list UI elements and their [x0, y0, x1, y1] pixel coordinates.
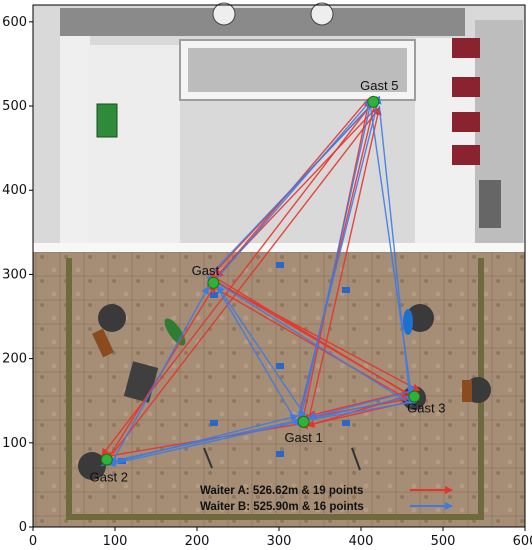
guest-marker	[207, 276, 220, 289]
y-tick-label: 500	[2, 99, 27, 114]
x-tick-label: 500	[431, 534, 456, 549]
path-segment	[307, 390, 409, 418]
path-segment	[108, 418, 306, 465]
x-tick-label: 300	[267, 534, 292, 549]
path-segment	[112, 107, 380, 455]
guest-label: Gast	[192, 263, 220, 278]
x-tick-label: 0	[29, 534, 37, 549]
x-axis: 0 100 200 300 400 500 600	[29, 527, 532, 549]
legend-label-waiter-a: Waiter A: 526.62m & 19 points	[200, 485, 363, 497]
guest-marker	[408, 390, 421, 403]
legend-entry-waiter-b: Waiter B: 525.90m & 16 points	[200, 501, 453, 513]
guest-2: Gast 2	[90, 453, 128, 485]
guest-5: Gast 5	[360, 78, 398, 108]
restaurant-floor-plan	[33, 2, 525, 527]
x-tick-label: 400	[349, 534, 374, 549]
guests-layer: Gast 1 Gast 2 Gast 3 Gast Gast 5	[90, 78, 446, 485]
path-segment	[215, 280, 418, 400]
path-segment	[306, 391, 419, 428]
legend-entry-waiter-a: Waiter A: 526.62m & 19 points	[200, 485, 453, 497]
x-tick-label: 200	[185, 534, 210, 549]
x-tick-label: 600	[513, 534, 532, 549]
path-segment	[308, 106, 382, 416]
path-segment	[100, 413, 299, 467]
guest-label: Gast 5	[360, 78, 398, 93]
guest-marker	[100, 453, 113, 466]
y-tick-label: 600	[2, 15, 27, 30]
y-tick-400: 400	[2, 183, 33, 198]
guest-3: Gast 3	[407, 390, 445, 416]
legend-label-waiter-b: Waiter B: 525.90m & 16 points	[200, 501, 364, 513]
y-tick-label: 300	[2, 267, 27, 282]
y-tick-200: 200	[2, 352, 33, 367]
path-segment	[207, 96, 380, 278]
x-tick-600: 600	[513, 527, 532, 549]
guest-marker	[297, 415, 310, 428]
guest-4: Gast	[192, 263, 220, 289]
x-tick-400: 400	[349, 527, 374, 549]
path-segment	[216, 287, 300, 427]
x-tick-0: 0	[29, 527, 37, 549]
path-segment	[216, 288, 410, 401]
x-tick-label: 100	[103, 534, 128, 549]
legend: Waiter A: 526.62m & 19 points Waiter B: …	[200, 485, 453, 513]
y-tick-label: 100	[2, 436, 27, 451]
guest-label: Gast 3	[407, 401, 445, 416]
path-segment	[307, 390, 411, 420]
y-tick-500: 500	[2, 99, 33, 114]
y-tick-600: 600	[2, 15, 33, 30]
guest-label: Gast 1	[284, 430, 322, 445]
x-tick-100: 100	[103, 527, 128, 549]
y-tick-100: 100	[2, 436, 33, 451]
path-segment	[110, 285, 210, 465]
x-tick-500: 500	[431, 527, 456, 549]
x-tick-200: 200	[185, 527, 210, 549]
path-segment	[216, 285, 308, 419]
y-tick-label: 200	[2, 352, 27, 367]
y-tick-label: 400	[2, 183, 27, 198]
guest-1: Gast 1	[284, 415, 323, 445]
y-tick-label: 0	[19, 520, 27, 535]
x-tick-300: 300	[267, 527, 292, 549]
guest-label: Gast 2	[90, 470, 128, 485]
path-segment	[107, 393, 420, 468]
path-segment	[210, 99, 372, 286]
guest-marker	[367, 95, 380, 108]
path-segment	[297, 95, 382, 416]
y-tick-300: 300	[2, 267, 33, 282]
y-axis: 0 100 200 300 400 500 600	[2, 15, 33, 535]
path-segment	[206, 276, 409, 404]
path-segment	[378, 105, 414, 404]
path-segment	[298, 104, 371, 420]
y-tick-0: 0	[19, 520, 33, 535]
path-segment	[308, 398, 418, 421]
